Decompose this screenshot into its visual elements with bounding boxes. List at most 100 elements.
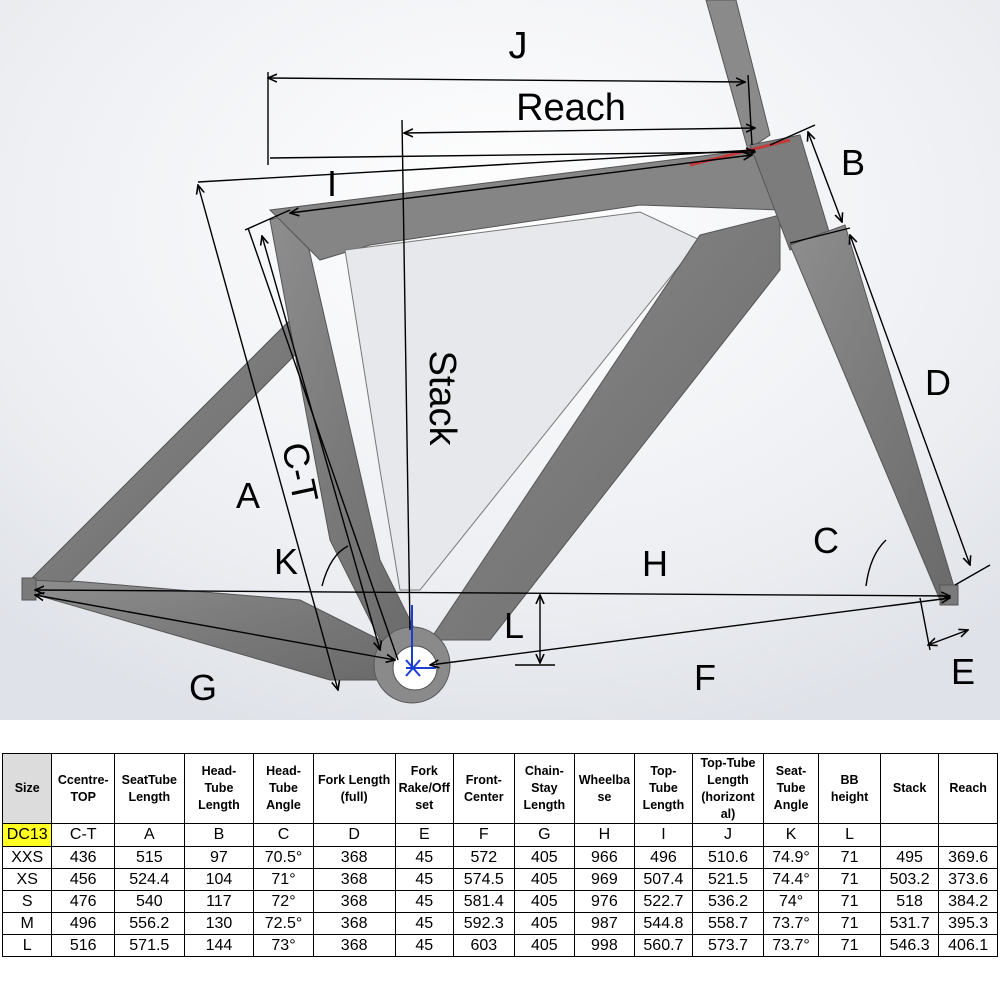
label-C: C xyxy=(813,520,839,561)
dimension-letter-cell xyxy=(879,823,940,847)
label-D: D xyxy=(925,362,951,403)
value-cell: 384.2 xyxy=(938,890,998,913)
value-cell: 558.7 xyxy=(692,912,764,935)
value-cell: 573.7 xyxy=(692,934,764,957)
value-cell: 405 xyxy=(513,912,576,935)
dimension-letter-cell: K xyxy=(762,823,820,847)
dim-D xyxy=(850,235,970,565)
value-cell: 71 xyxy=(818,868,881,891)
value-cell: 966 xyxy=(574,846,635,869)
value-cell: 540 xyxy=(114,890,185,913)
value-cell: 998 xyxy=(574,934,635,957)
value-cell: 130 xyxy=(183,912,255,935)
value-cell: 571.5 xyxy=(114,934,185,957)
dimension-letter-cell xyxy=(938,823,998,847)
dimension-letter-cell: E xyxy=(394,823,455,847)
dimension-labels: J Reach B I Stack D A C-T K H C L G F E xyxy=(189,25,975,708)
value-cell: 73° xyxy=(253,934,314,957)
value-cell: 74.4° xyxy=(762,868,820,891)
value-cell: 531.7 xyxy=(879,912,940,935)
label-stack: Stack xyxy=(421,350,463,446)
value-cell: 104 xyxy=(183,868,255,891)
value-cell: 97 xyxy=(183,846,255,869)
value-cell: 45 xyxy=(394,890,455,913)
header-cell: Size xyxy=(1,753,53,824)
dimension-letter-cell: F xyxy=(453,823,515,847)
value-cell: 581.4 xyxy=(453,890,515,913)
dim-CT xyxy=(262,236,380,650)
label-J: J xyxy=(509,25,528,67)
frame-geometry-diagram: J Reach B I Stack D A C-T K H C L G F E xyxy=(0,0,1000,720)
dim-reach xyxy=(404,128,755,133)
dimension-letter-cell: I xyxy=(633,823,694,847)
value-cell: 503.2 xyxy=(879,868,940,891)
value-cell: 368 xyxy=(312,890,396,913)
value-cell: 72° xyxy=(253,890,314,913)
value-cell: 74.9° xyxy=(762,846,820,869)
rear-dropout xyxy=(21,577,37,601)
value-cell: 405 xyxy=(513,890,576,913)
value-cell: 969 xyxy=(574,868,635,891)
dim-J xyxy=(268,78,745,82)
label-I: I xyxy=(327,163,337,204)
value-cell: 987 xyxy=(574,912,635,935)
value-cell: 521.5 xyxy=(692,868,764,891)
value-cell: 496 xyxy=(51,912,115,935)
value-cell: 373.6 xyxy=(938,868,998,891)
value-cell: 72.5° xyxy=(253,912,314,935)
value-cell: 71 xyxy=(818,934,881,957)
value-cell: 395.3 xyxy=(938,912,998,935)
dim-B xyxy=(808,132,842,222)
label-A: A xyxy=(236,475,260,516)
value-cell: 536.2 xyxy=(692,890,764,913)
model-badge: DC13 xyxy=(1,823,53,847)
dimension-letter-cell: L xyxy=(818,823,881,847)
size-cell: S xyxy=(1,890,53,913)
value-cell: 522.7 xyxy=(633,890,694,913)
value-cell: 74° xyxy=(762,890,820,913)
header-cell: Front-Center xyxy=(453,753,515,824)
label-K: K xyxy=(274,541,298,582)
value-cell: 496 xyxy=(633,846,694,869)
size-cell: XS xyxy=(1,868,53,891)
value-cell: 518 xyxy=(879,890,940,913)
dim-G xyxy=(35,595,395,660)
value-cell: 144 xyxy=(183,934,255,957)
label-G: G xyxy=(189,667,217,708)
angle-K-arc xyxy=(321,545,349,587)
bb-axis-icon xyxy=(405,605,436,677)
value-cell: 456 xyxy=(51,868,115,891)
value-cell: 117 xyxy=(183,890,255,913)
value-cell: 369.6 xyxy=(938,846,998,869)
value-cell: 544.8 xyxy=(633,912,694,935)
value-cell: 495 xyxy=(879,846,940,869)
value-cell: 45 xyxy=(394,846,455,869)
dim-F xyxy=(430,598,950,665)
dimension-letter-cell: G xyxy=(513,823,576,847)
dimension-lines xyxy=(35,72,991,690)
label-H: H xyxy=(642,543,668,584)
value-cell: 405 xyxy=(513,846,576,869)
size-cell: XXS xyxy=(1,846,53,869)
value-cell: 71 xyxy=(818,912,881,935)
value-cell: 405 xyxy=(513,934,576,957)
value-cell: 976 xyxy=(574,890,635,913)
value-cell: 73.7° xyxy=(762,912,820,935)
size-cell: L xyxy=(1,934,53,957)
label-reach: Reach xyxy=(516,87,626,129)
dimension-letter-cell: C-T xyxy=(51,823,115,847)
dimension-letter-cell: D xyxy=(312,823,396,847)
